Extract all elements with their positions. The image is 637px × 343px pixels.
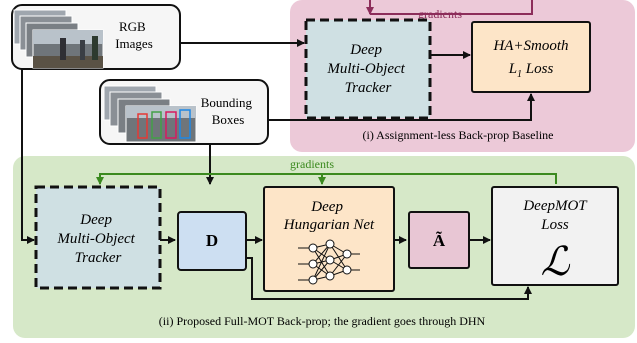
a-matrix-label: Ã (433, 231, 446, 250)
dhn-label: Deep Hungarian Net (283, 199, 375, 233)
rgb-to-bottom-tracker-arrow (21, 69, 35, 244)
rgb-image-stack (13, 9, 104, 69)
top-panel-caption: (i) Assignment-less Back-prop Baseline (363, 128, 554, 142)
top-loss-box (471, 21, 591, 93)
d-to-loss-arrow (246, 257, 532, 300)
d-matrix-label: D (206, 231, 218, 250)
bbox-image-stack (103, 85, 197, 143)
bottom-tracker-label: Deep Multi-Object Tracker (56, 212, 138, 266)
top-tracker-box (304, 18, 432, 120)
top-loss-line2: L1 Loss (508, 61, 554, 80)
bottom-panel-caption: (ii) Proposed Full-MOT Back-prop; the gr… (159, 314, 486, 328)
deepmot-loss-line2: Loss (540, 217, 569, 233)
bbox-to-top-loss-arrow (268, 93, 535, 121)
top-loss-line1: HA+Smooth (492, 38, 568, 54)
rgb-input-label: RGB Images (115, 19, 153, 51)
bottom-gradients-label: gradients (290, 157, 334, 171)
neural-net-icon (298, 239, 360, 285)
deepmot-loss-line1: DeepMOT (522, 198, 588, 214)
bottom-tracker-box (34, 185, 162, 290)
deepmot-loss-box (491, 186, 619, 286)
top-gradients-label: gradients (418, 7, 462, 21)
deepmot-loss-symbol: ℒ (541, 239, 571, 284)
bottom-gradient-arrows (96, 173, 557, 185)
bbox-input-label: Bounding Boxes (201, 95, 256, 127)
top-tracker-label: Deep Multi-Object Tracker (326, 42, 408, 96)
top-gradient-line-right (370, 0, 533, 15)
